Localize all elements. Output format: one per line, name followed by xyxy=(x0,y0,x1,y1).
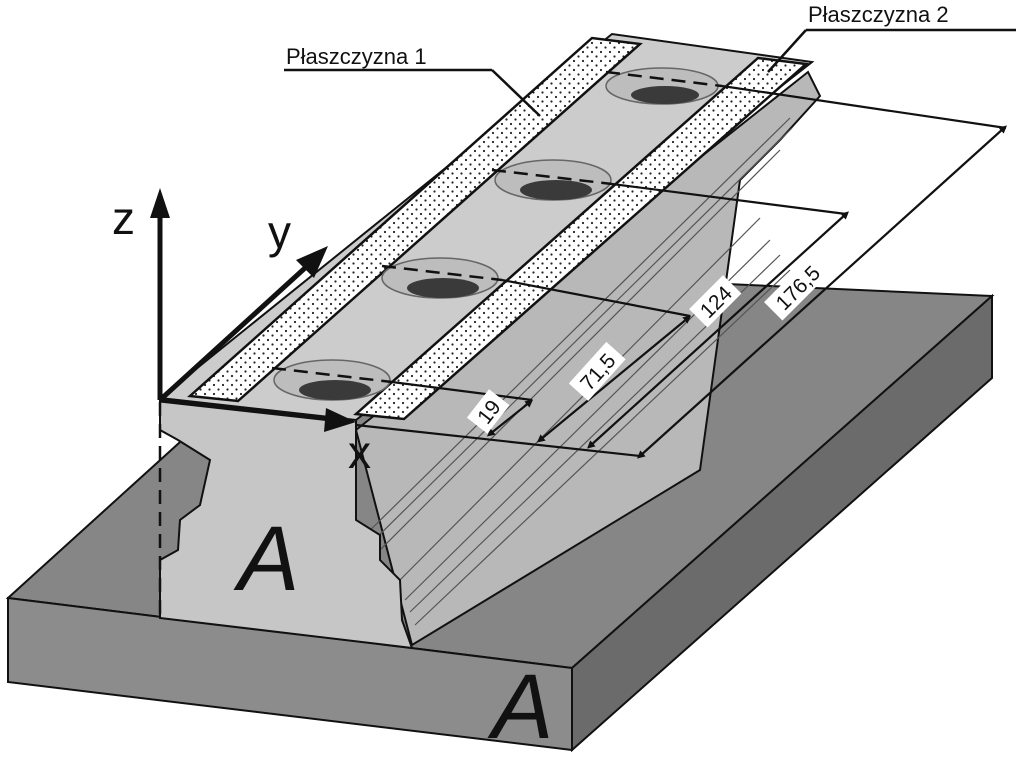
hole-centerlines xyxy=(271,70,723,384)
x-axis xyxy=(159,397,341,423)
plane1-callout: Płaszczyzna 1 xyxy=(284,44,541,117)
rail-front-face xyxy=(159,396,414,650)
coordinate-axes xyxy=(150,188,356,432)
axis-label-z: z xyxy=(112,192,135,244)
hole-4 xyxy=(605,67,719,105)
dim-arrow-19 xyxy=(486,399,534,437)
plane2-label: Płaszczyzna 2 xyxy=(808,2,949,27)
hole-3 xyxy=(494,159,612,201)
bolt-holes xyxy=(273,67,719,401)
plane1-strip xyxy=(187,36,643,403)
dim-arrow-176-5 xyxy=(637,125,1007,459)
hole-2 xyxy=(381,257,499,299)
base-label-a: A xyxy=(487,656,553,758)
axis-label-x: x xyxy=(348,426,371,478)
axis-label-y: y xyxy=(268,206,291,258)
hole-1 xyxy=(273,359,391,401)
dimension-lines xyxy=(355,84,1007,459)
plane1-label: Płaszczyzna 1 xyxy=(286,44,427,69)
plane2-callout: Płaszczyzna 2 xyxy=(767,2,1016,73)
part-label-a: A xyxy=(233,508,299,610)
y-axis xyxy=(158,256,318,402)
